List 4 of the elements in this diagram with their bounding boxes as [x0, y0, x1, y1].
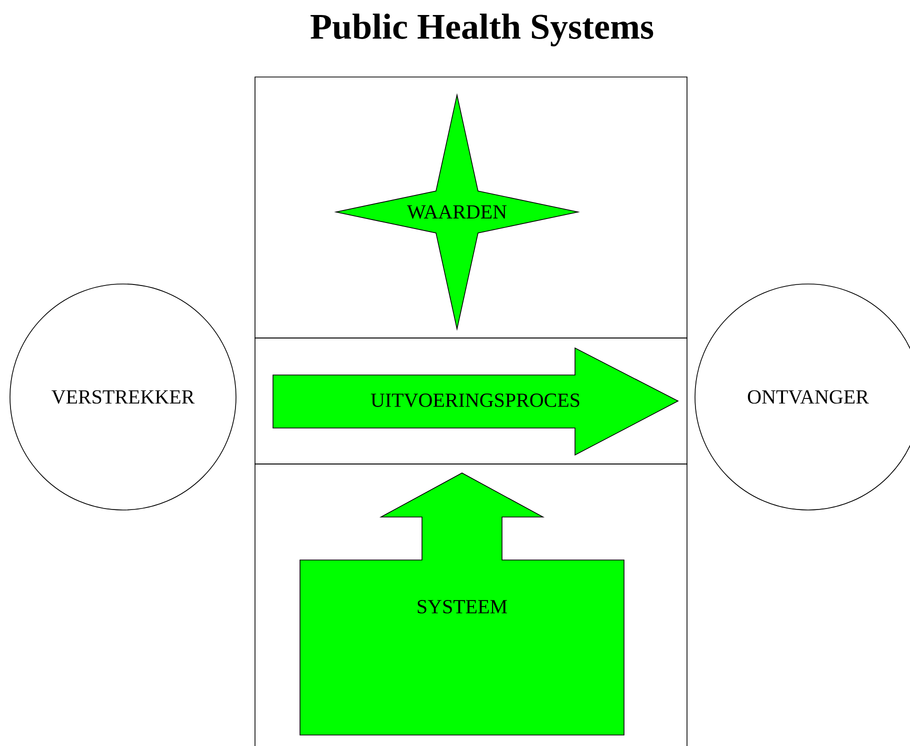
panel: [254, 464, 688, 746]
title: Public Health Systems: [310, 14, 654, 46]
panel: [254, 76, 688, 338]
panel: [254, 338, 688, 464]
